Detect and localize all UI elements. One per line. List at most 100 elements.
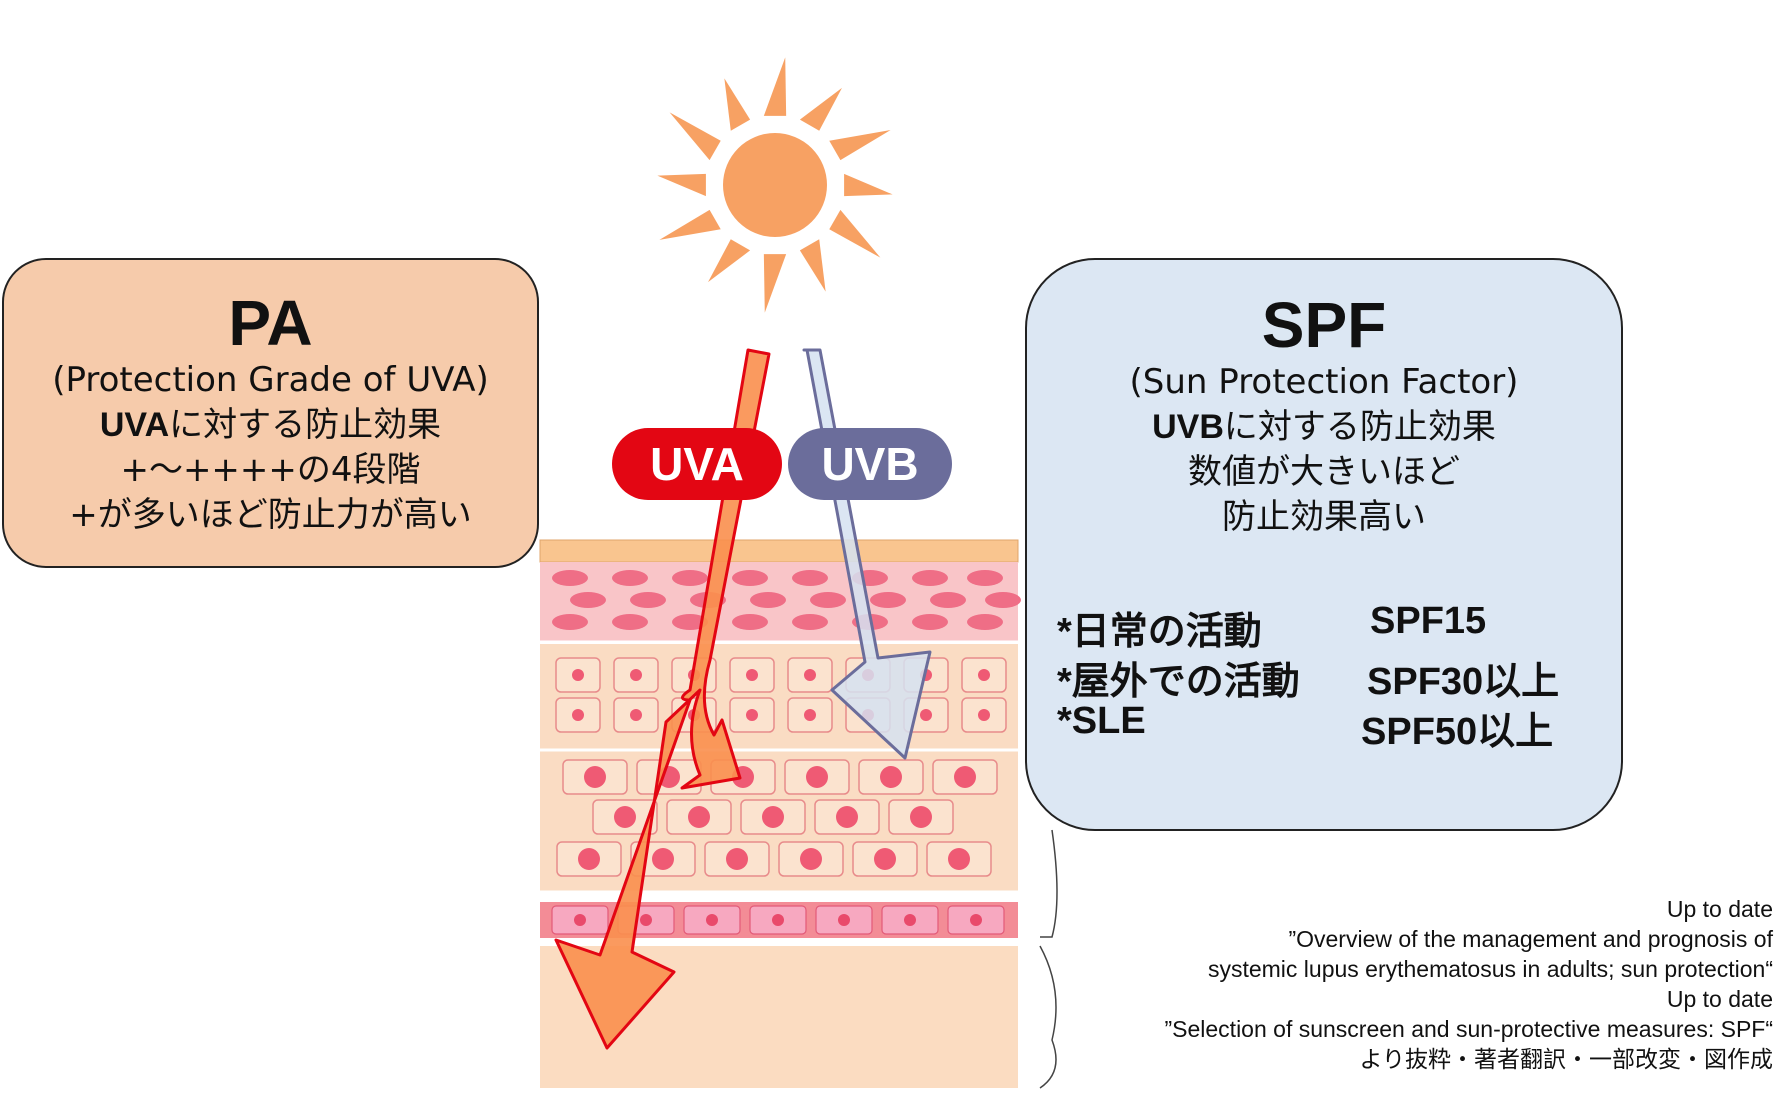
- sun-ray: [669, 112, 721, 161]
- cell-nucleus: [970, 914, 982, 926]
- corneum-cell: [870, 592, 906, 608]
- corneum-cell: [630, 592, 666, 608]
- corneum-cell: [552, 614, 588, 630]
- cell-nucleus: [640, 914, 652, 926]
- spf-line3: 防止効果高い: [1222, 497, 1426, 537]
- spf-rec-value: SPF30以上: [1367, 661, 1560, 703]
- pa-info-box: PA (Protection Grade of UVA) UVAに対する防止効果…: [2, 258, 539, 568]
- spf-line2: 数値が大きいほど: [1188, 452, 1460, 492]
- basal-cells: [551, 905, 1005, 935]
- cell-nucleus: [762, 806, 784, 828]
- sun-ray: [763, 57, 787, 116]
- cell-nucleus: [584, 766, 606, 788]
- cell-nucleus: [836, 806, 858, 828]
- corneum-cell: [810, 592, 846, 608]
- cell-nucleus: [688, 806, 710, 828]
- cell-nucleus: [614, 806, 636, 828]
- sun-ray: [657, 173, 706, 197]
- sun-ray: [799, 239, 826, 292]
- corneum-cell: [912, 570, 948, 586]
- cell-nucleus: [838, 914, 850, 926]
- spf-rec-activity: *屋外での活動: [1057, 661, 1300, 703]
- epidermis-bracket: [1040, 829, 1058, 938]
- sun-disc: [723, 133, 827, 237]
- epidermis-cells: [555, 657, 1007, 877]
- corneum-cell: [612, 614, 648, 630]
- reference-line: ”Overview of the management and prognosi…: [1288, 926, 1773, 952]
- cell-nucleus: [572, 709, 584, 721]
- corneum-cell: [612, 570, 648, 586]
- spf-subtitle: (Sun Protection Factor): [1129, 362, 1519, 402]
- corneum-cell: [672, 570, 708, 586]
- dermis-bracket: [1039, 945, 1057, 1089]
- corneum-cell: [967, 614, 1003, 630]
- spf-line1-rest: に対する防止効果: [1223, 407, 1496, 447]
- corneum-cell: [792, 570, 828, 586]
- cell-nucleus: [880, 766, 902, 788]
- corneum-cells: [552, 570, 1021, 630]
- cell-nucleus: [746, 709, 758, 721]
- cell-nucleus: [920, 709, 932, 721]
- pa-title: PA: [228, 287, 313, 359]
- sun-ray: [724, 78, 751, 131]
- cell-nucleus: [652, 848, 674, 870]
- sun-ray: [829, 209, 881, 258]
- spf-rec-value: SPF50以上: [1361, 711, 1554, 753]
- spf-line1-bold: UVB: [1152, 408, 1224, 446]
- cell-nucleus: [574, 914, 586, 926]
- spf-rec-activity: *SLE: [1057, 700, 1146, 742]
- corneum-cell: [672, 614, 708, 630]
- cell-nucleus: [910, 806, 932, 828]
- cell-nucleus: [800, 848, 822, 870]
- uva-arrow-icon: [554, 348, 771, 1050]
- sun-ray: [708, 239, 751, 283]
- cell-nucleus: [948, 848, 970, 870]
- cell-nucleus: [578, 848, 600, 870]
- cell-nucleus: [706, 914, 718, 926]
- cell-nucleus: [746, 669, 758, 681]
- cell-nucleus: [804, 709, 816, 721]
- cell-nucleus: [978, 709, 990, 721]
- reference-line: Up to date: [1666, 896, 1773, 922]
- corneum-cell: [912, 614, 948, 630]
- spf-recommendation: *日常の活動 SPF15: [1057, 600, 1486, 655]
- skin-layers-icon: [539, 539, 1058, 1089]
- corneum-cell: [985, 592, 1021, 608]
- corneum-cell: [792, 614, 828, 630]
- spf-info-box: SPF (Sun Protection Factor) UVBに対する防止効果 …: [1025, 258, 1623, 831]
- corneum-cell: [552, 570, 588, 586]
- sun-ray: [659, 209, 721, 240]
- reference-line: Up to date: [1666, 986, 1773, 1012]
- pa-line2: +〜++++の4段階: [120, 450, 421, 490]
- spf-rec-value: SPF15: [1370, 600, 1487, 642]
- sun-ray: [829, 130, 891, 161]
- spf-title: SPF: [1261, 289, 1387, 361]
- skin-surface-layer: [539, 539, 1019, 563]
- pa-line1-rest: に対する防止効果: [169, 405, 442, 445]
- spf-line1: UVBに対する防止効果: [1027, 405, 1621, 450]
- sun-ray: [799, 87, 842, 131]
- corneum-cell: [732, 614, 768, 630]
- corneum-cell: [967, 570, 1003, 586]
- corneum-cell: [570, 592, 606, 608]
- references: Up to date ”Overview of the management a…: [1164, 894, 1773, 1074]
- sun-icon: [657, 57, 893, 313]
- corneum-cell: [750, 592, 786, 608]
- spf-rec-activity: *日常の活動: [1057, 611, 1262, 653]
- cell-nucleus: [978, 669, 990, 681]
- pa-line1-bold: UVA: [99, 406, 170, 444]
- cell-nucleus: [726, 848, 748, 870]
- spf-recommendation: *SLE SPF50以上: [1057, 700, 1553, 753]
- corneum-cell: [930, 592, 966, 608]
- cell-nucleus: [572, 669, 584, 681]
- cell-nucleus: [954, 766, 976, 788]
- spf-recommendation: *屋外での活動 SPF30以上: [1057, 650, 1559, 705]
- pa-subtitle: (Protection Grade of UVA): [52, 360, 489, 400]
- sun-ray: [763, 254, 787, 313]
- reference-line: より抜粋・著者翻訳・一部改変・図作成: [1359, 1046, 1773, 1072]
- cell-nucleus: [772, 914, 784, 926]
- pa-line3: +が多いほど防止力が高い: [69, 495, 472, 535]
- cell-nucleus: [804, 669, 816, 681]
- cell-nucleus: [904, 914, 916, 926]
